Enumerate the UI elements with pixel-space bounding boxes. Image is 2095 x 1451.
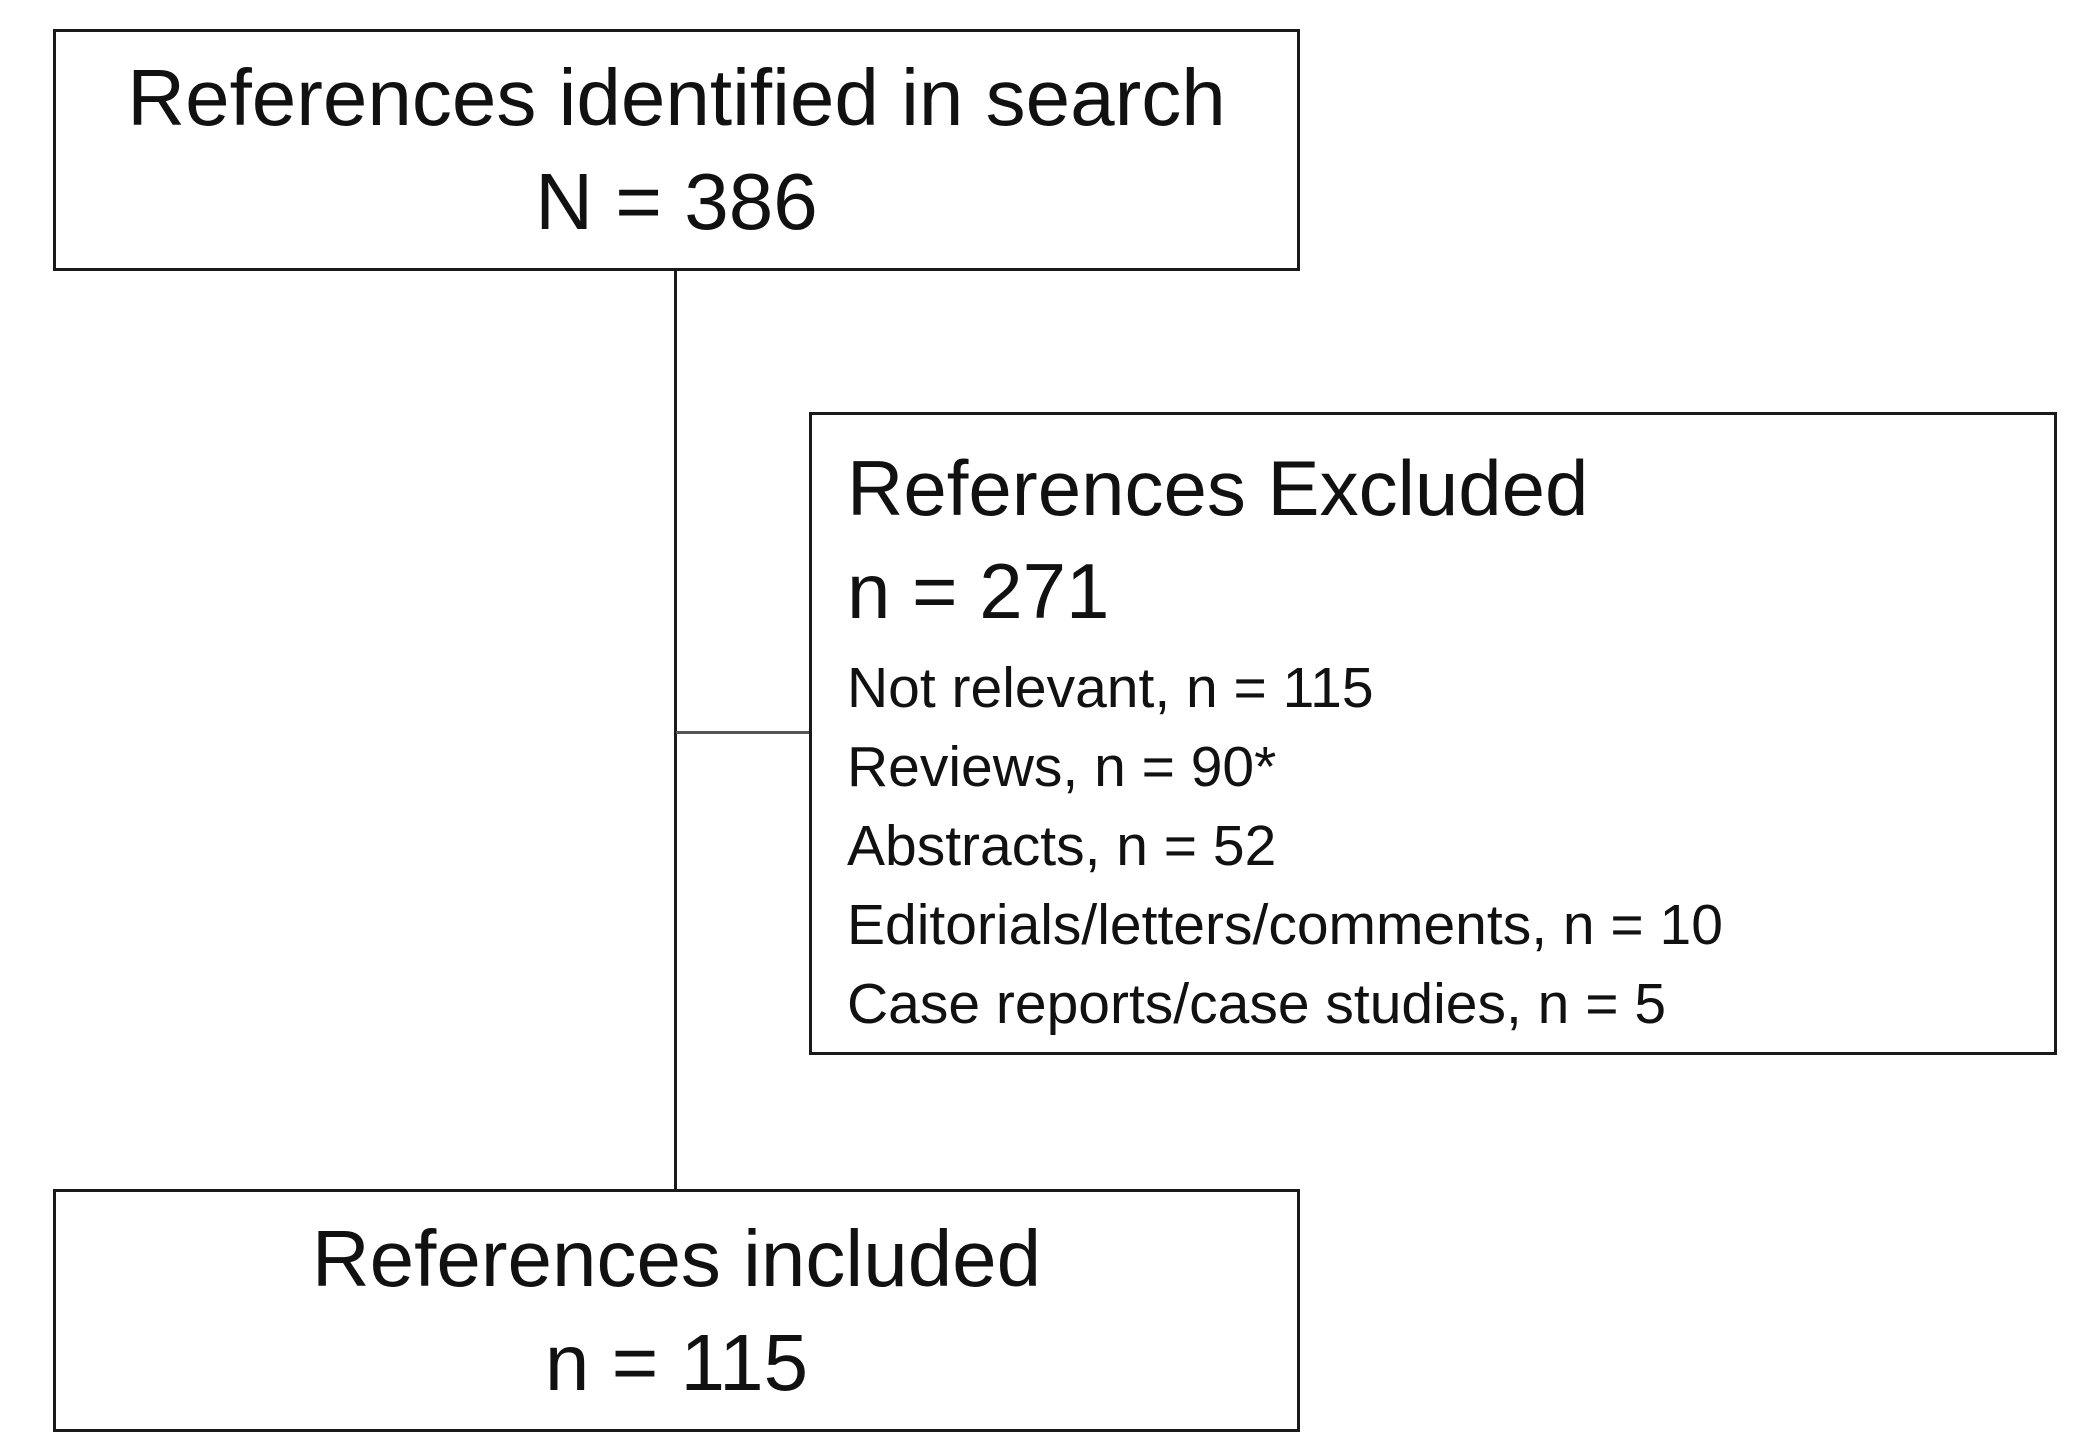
exclusion-reason-abstracts: Abstracts, n = 52 xyxy=(847,814,1277,878)
excluded-label: References Excluded xyxy=(847,444,1589,532)
exclusion-reason-reviews: Reviews, n = 90* xyxy=(847,735,1277,799)
excluded-references-box: References Excluded n = 271 Not relevant… xyxy=(809,412,2057,1055)
flow-connector-vertical xyxy=(674,271,677,1189)
included-count: n = 115 xyxy=(544,1317,809,1407)
exclusion-reason-case-reports: Case reports/case studies, n = 5 xyxy=(847,972,1667,1036)
included-label: References included xyxy=(311,1213,1042,1303)
identified-references-box: References identified in search N = 386 xyxy=(53,29,1300,271)
exclusion-reason-not-relevant: Not relevant, n = 115 xyxy=(847,656,1374,720)
excluded-count: n = 271 xyxy=(847,547,1110,635)
exclusion-reason-editorials: Editorials/letters/comments, n = 10 xyxy=(847,893,1723,957)
included-references-box: References included n = 115 xyxy=(53,1189,1300,1432)
flow-connector-branch xyxy=(676,731,811,734)
exclusion-reasons-list: Not relevant, n = 115 Reviews, n = 90* A… xyxy=(847,649,2054,1044)
identified-count: N = 386 xyxy=(535,157,818,246)
identified-label: References identified in search xyxy=(127,53,1226,142)
